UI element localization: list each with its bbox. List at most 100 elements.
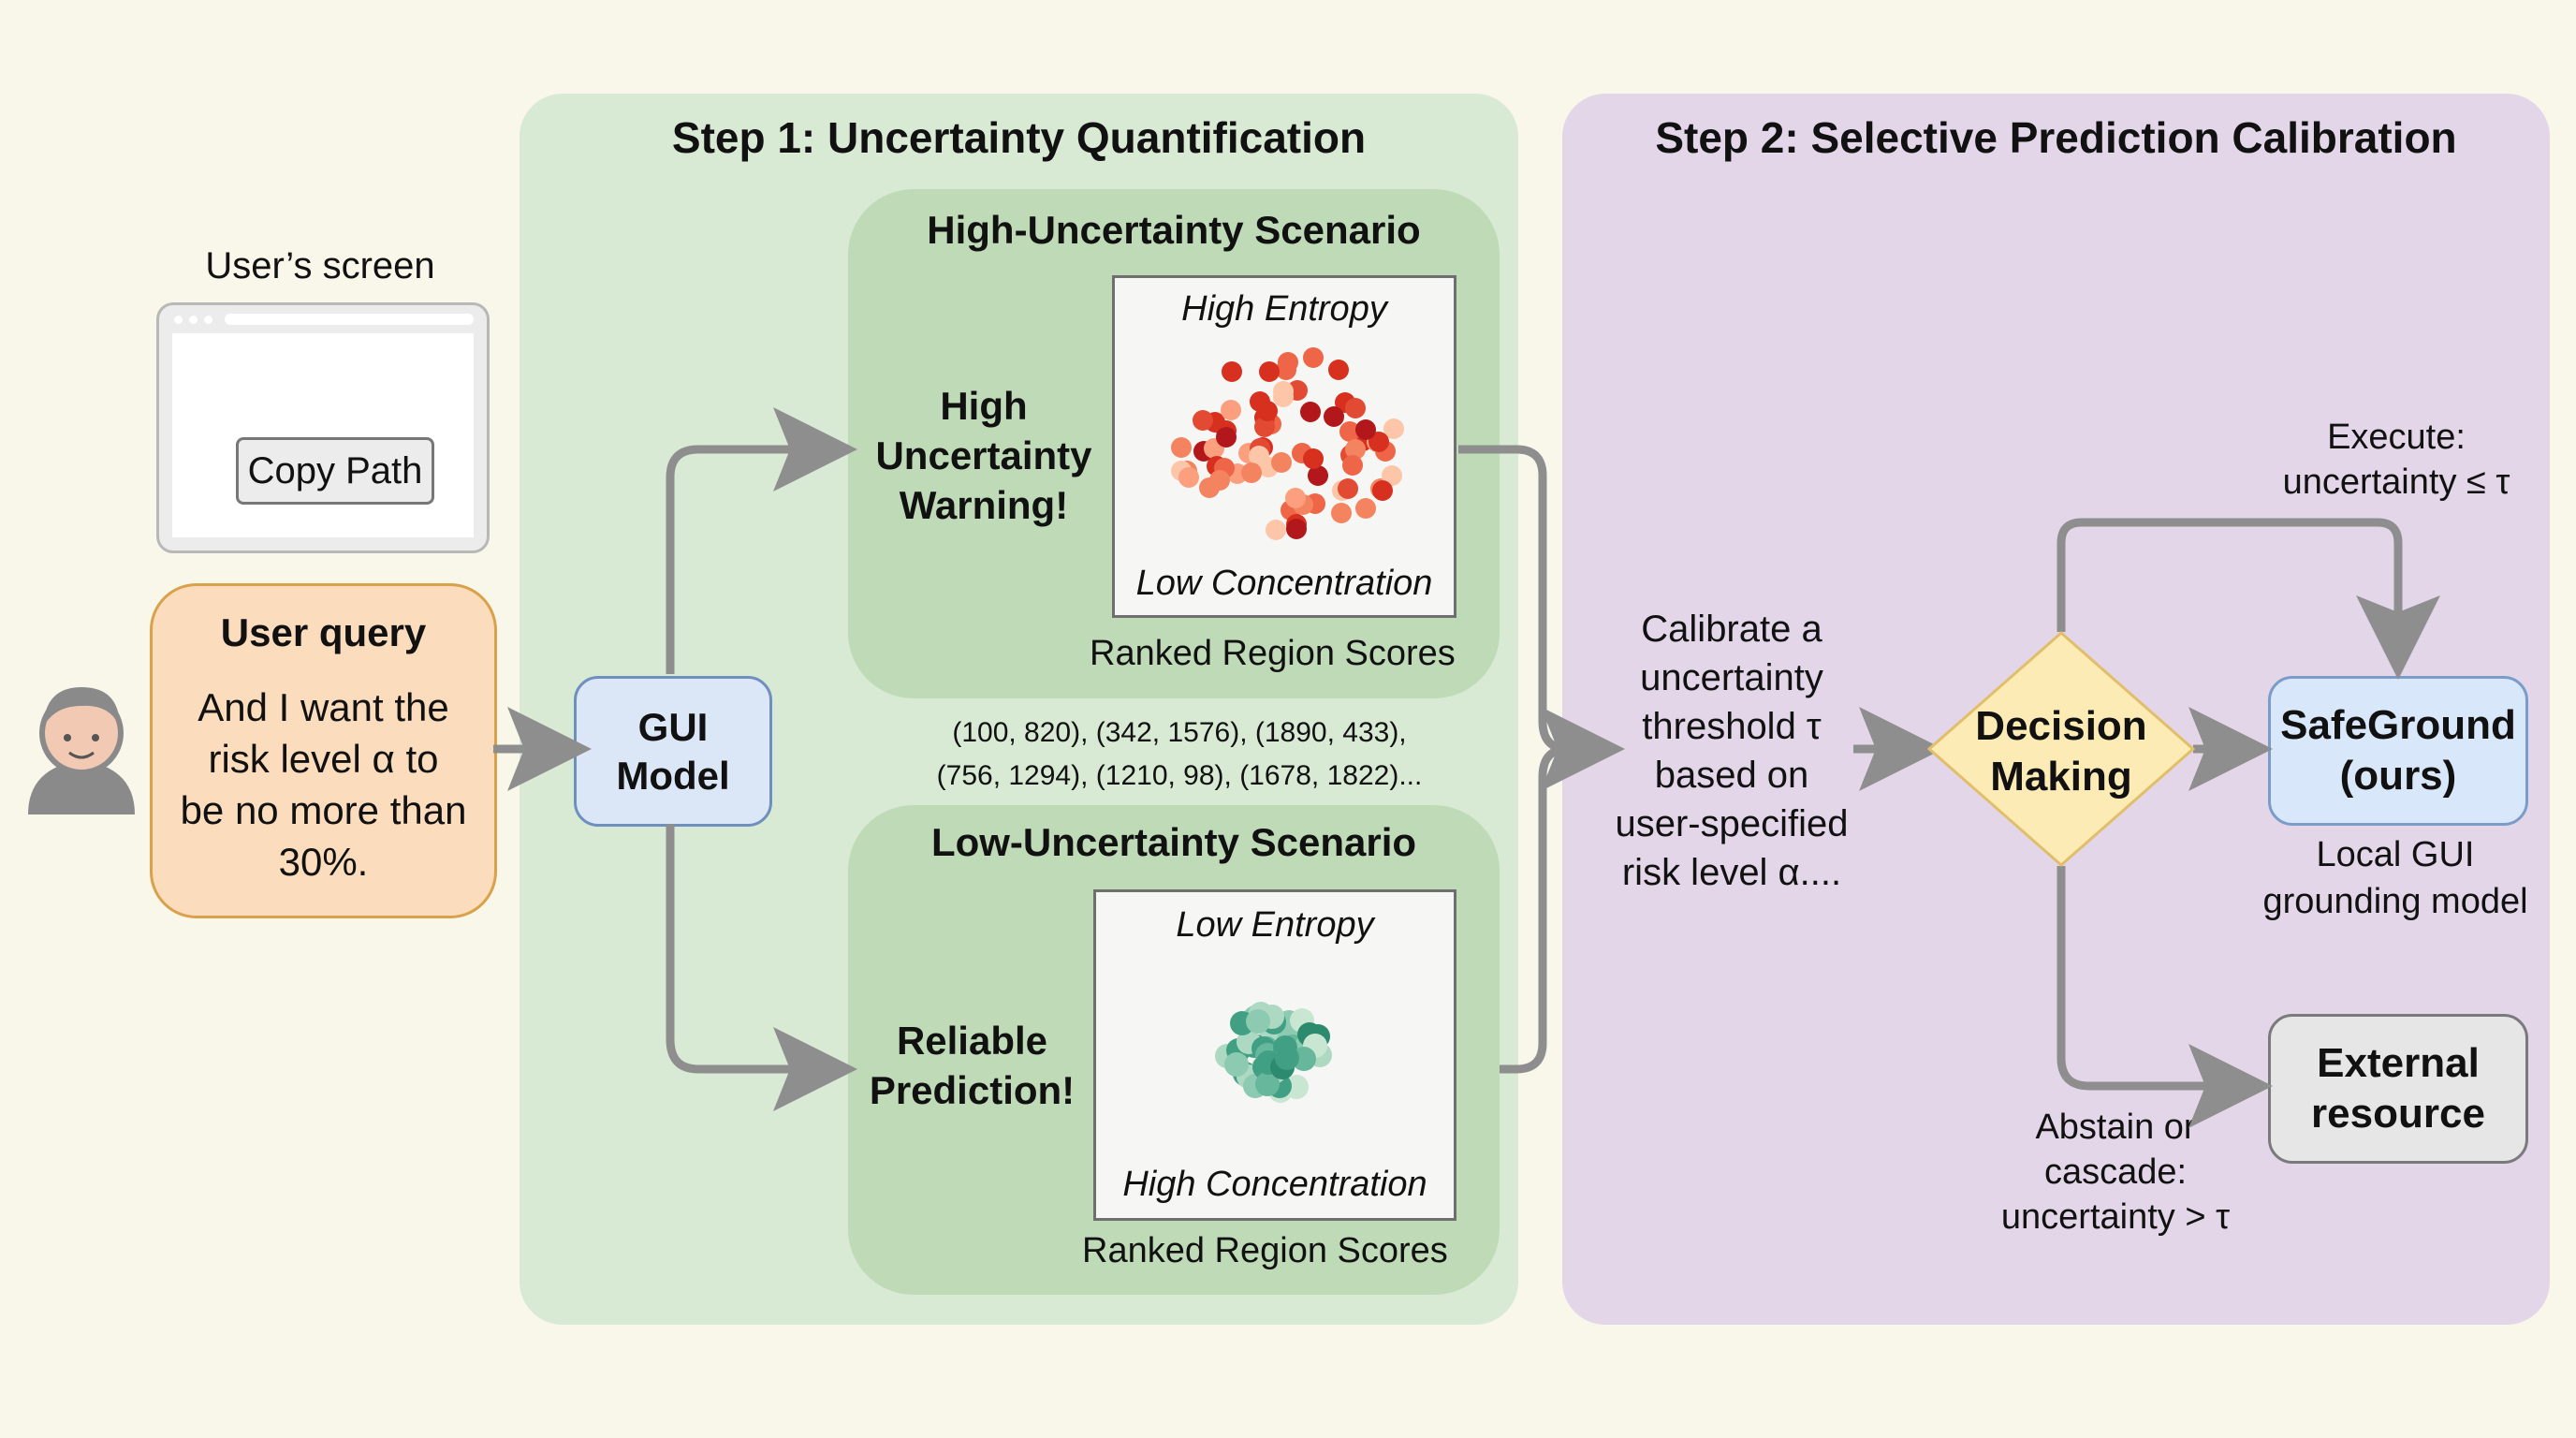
calibrate-line: user-specified: [1615, 803, 1849, 844]
coordinate-line: (756, 1294), (1210, 98), (1678, 1822)...: [936, 760, 1423, 791]
scatter-dot: [1170, 436, 1192, 458]
scatter-dot: [1383, 418, 1405, 439]
scatter-dot: [1178, 467, 1200, 489]
external-label: resource: [2311, 1091, 2485, 1137]
arrow-gui-to-low: [666, 824, 857, 1111]
window-dot: [204, 315, 212, 324]
abstain-line: uncertainty > τ: [2000, 1197, 2231, 1237]
execute-label: Execute: uncertainty ≤ τ: [2237, 415, 2555, 505]
warning-line: Uncertainty: [875, 433, 1092, 477]
high-entropy-label: High Entropy: [1181, 289, 1387, 329]
scatter-dot: [1381, 464, 1402, 486]
scatter-dot: [1221, 400, 1242, 421]
scatter-dot: [1303, 448, 1325, 470]
arrow-abstain-to-external: [2056, 866, 2273, 1128]
scatter-dot: [1253, 416, 1275, 437]
safeground-label: SafeGround: [2280, 702, 2516, 748]
calibrate-line: risk level α....: [1621, 852, 1842, 893]
scatter-dot: [1245, 1009, 1270, 1034]
coordinate-list: (100, 820), (342, 1576), (1890, 433), (7…: [842, 712, 1516, 798]
query-line: And I want the: [198, 685, 449, 729]
scatter-dot: [1285, 488, 1307, 509]
scatter-dot: [1307, 465, 1328, 487]
execute-line: Execute:: [2327, 418, 2466, 457]
scatter-dot: [1354, 498, 1376, 520]
merge-arrow-high: [1458, 445, 1569, 754]
scatter-dot: [1249, 446, 1270, 467]
scatter-dot: [1240, 462, 1262, 484]
step2-title: Step 2: Selective Prediction Calibration: [1655, 113, 2457, 162]
scatter-dot: [1285, 518, 1307, 539]
high-scenario-title: High-Uncertainty Scenario: [927, 208, 1421, 252]
scatter-dot: [1273, 380, 1295, 402]
gui-model-label: Model: [616, 753, 730, 798]
scatter-dot: [1275, 1045, 1300, 1070]
scatter-dot: [1278, 351, 1299, 373]
abstain-line: Abstain or: [2035, 1108, 2196, 1147]
low-uncertainty-scenario: Low-Uncertainty Scenario Reliable Predic…: [848, 805, 1500, 1295]
query-line: 30%.: [278, 840, 369, 884]
scatter-dot: [1342, 454, 1364, 476]
message-line: Reliable: [896, 1019, 1048, 1063]
calibrate-threshold-text: Calibrate a uncertainty threshold τ base…: [1591, 605, 1872, 897]
low-entropy-plot: Low Entropy High Concentration: [1093, 889, 1456, 1221]
warning-line: High: [940, 384, 1028, 428]
scatter-dot: [1372, 480, 1394, 502]
scatter-dot: [1192, 410, 1213, 432]
scatter-dot: [1355, 418, 1377, 440]
scatter-dot: [1223, 1051, 1249, 1077]
ranked-region-scores-caption: Ranked Region Scores: [1090, 634, 1456, 673]
reliable-prediction-message: Reliable Prediction!: [848, 1016, 1096, 1115]
scatter-dot: [1344, 438, 1366, 460]
high-uncertainty-warning: High Uncertainty Warning!: [867, 381, 1101, 530]
scatter-dot: [1222, 360, 1243, 382]
low-entropy-label: Low Entropy: [1176, 905, 1374, 945]
step1-title: Step 1: Uncertainty Quantification: [671, 113, 1367, 162]
merge-arrow-low: [1500, 707, 1625, 1074]
address-bar: [225, 314, 474, 325]
scatter-dot: [1271, 451, 1293, 473]
low-concentration-label: Low Concentration: [1135, 564, 1433, 603]
safeground-subtitle: Local GUI grounding model: [2240, 831, 2551, 925]
scatter-dot: [1345, 397, 1367, 418]
external-resource-box: External resource: [2268, 1014, 2528, 1164]
scatter-dot: [1215, 427, 1237, 448]
coordinate-line: (100, 820), (342, 1576), (1890, 433),: [952, 717, 1407, 748]
scatter-dot: [1368, 432, 1390, 453]
scatter-dot: [1302, 347, 1324, 369]
screen-content: Copy Path: [172, 333, 474, 537]
scatter-dot: [1331, 502, 1352, 523]
safeground-box: SafeGround (ours): [2268, 676, 2528, 826]
calibrate-line: threshold τ: [1642, 706, 1822, 747]
execute-line: uncertainty ≤ τ: [2282, 462, 2510, 502]
message-line: Prediction!: [869, 1068, 1076, 1112]
decision-label: Making: [1990, 754, 2132, 800]
scatter-dot: [1339, 420, 1360, 442]
user-avatar-icon: [28, 687, 135, 814]
users-screen-label: User’s screen: [205, 245, 435, 286]
scatter-dot: [1208, 470, 1230, 492]
user-query-text: And I want the risk level α to be no mor…: [181, 682, 467, 888]
copy-path-button[interactable]: Copy Path: [236, 437, 434, 505]
safeground-label: (ours): [2339, 753, 2457, 799]
users-screen-mockup: Copy Path: [156, 302, 490, 553]
subtitle-line: grounding model: [2262, 882, 2528, 921]
scatter-dot: [1299, 402, 1321, 423]
query-line: be no more than: [180, 788, 467, 832]
abstain-line: cascade:: [2043, 1152, 2188, 1192]
gui-model-label: GUI: [637, 704, 709, 749]
scatter-dot: [1327, 360, 1349, 381]
user-query-title: User query: [220, 610, 427, 654]
decision-label: Decision: [1975, 703, 2146, 749]
external-label: External: [2317, 1040, 2480, 1086]
abstain-label: Abstain or cascade: uncertainty > τ: [1966, 1105, 2265, 1240]
scatter-dot: [1265, 519, 1286, 540]
high-entropy-plot: High Entropy Low Concentration: [1112, 275, 1456, 618]
high-uncertainty-scenario: High-Uncertainty Scenario High Uncertain…: [848, 189, 1500, 698]
calibrate-line: based on: [1654, 755, 1809, 796]
warning-line: Warning!: [899, 483, 1069, 527]
query-line: risk level α to: [208, 737, 439, 781]
scatter-dot: [1257, 401, 1279, 422]
decision-diamond: Decision Making: [1926, 631, 2196, 867]
